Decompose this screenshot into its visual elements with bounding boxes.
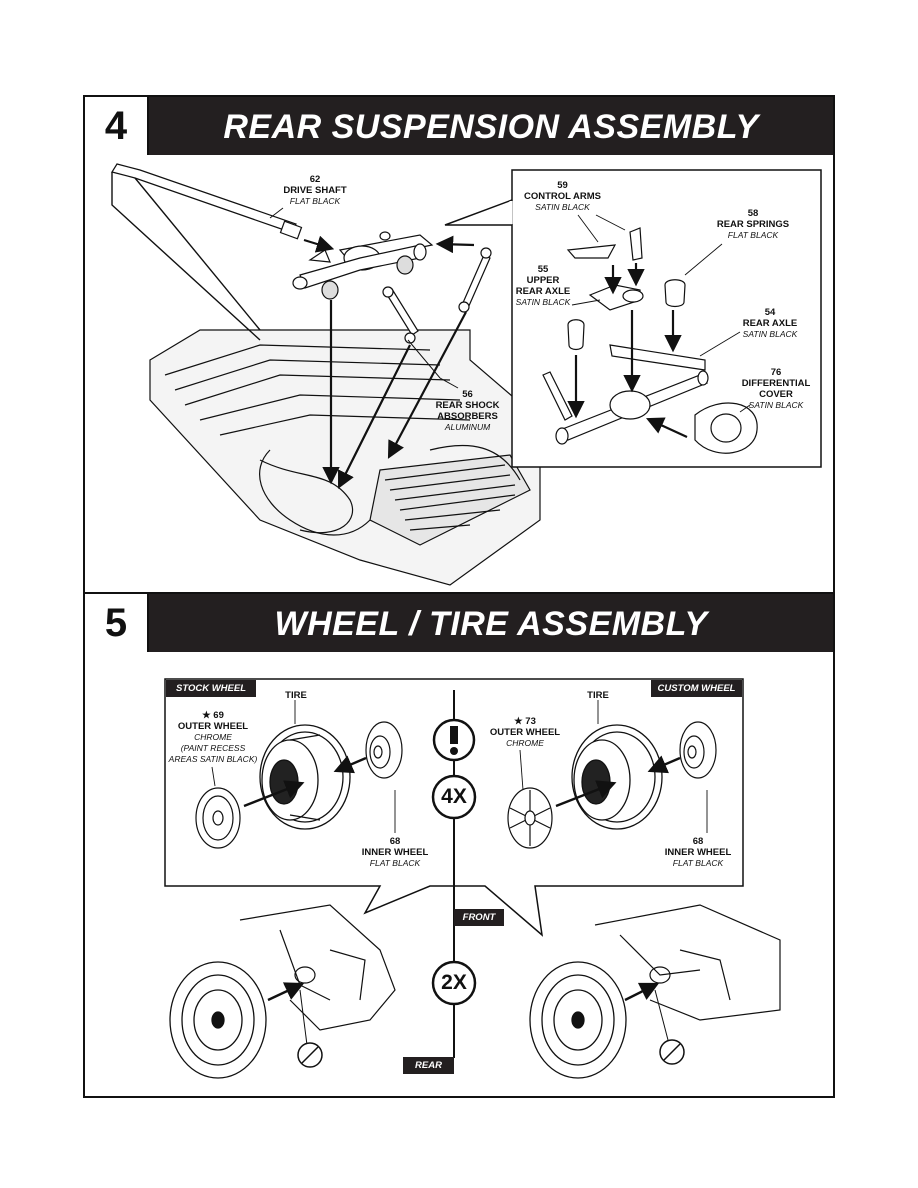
step4-title: REAR SUSPENSION ASSEMBLY <box>223 108 759 146</box>
stock-tire-drawing <box>259 724 351 830</box>
front-tire-drawing <box>169 961 267 1079</box>
qty-2x-badge <box>431 960 477 1006</box>
car-underbody-drawing <box>149 329 541 586</box>
stock-wheel-tag: STOCK WHEEL <box>166 680 256 697</box>
label-custom-outer-wheel: ★ 73 OUTER WHEEL CHROME <box>489 716 561 748</box>
label-drive-shaft: 62 DRIVE SHAFT FLAT BLACK <box>283 174 347 206</box>
step-divider <box>85 592 833 594</box>
custom-tire-drawing <box>571 724 663 830</box>
label-custom-inner-wheel: 68 INNER WHEEL FLAT BLACK <box>664 836 732 868</box>
label-custom-tire: TIRE <box>587 690 609 701</box>
detail-axle-drawing <box>542 227 758 454</box>
caution-icon <box>432 718 476 762</box>
label-stock-inner-wheel: 68 INNER WHEEL FLAT BLACK <box>361 836 429 868</box>
label-stock-outer-wheel: ★ 69 OUTER WHEEL CHROME (PAINT RECESS AR… <box>168 710 258 764</box>
label-upper-rear-axle: 55 UPPER REAR AXLE SATIN BLACK <box>515 264 571 307</box>
label-rear-axle: 54 REAR AXLE SATIN BLACK <box>742 307 798 339</box>
no-glue-icon-left <box>297 1042 323 1068</box>
rear-axle-drawing <box>292 231 434 300</box>
label-stock-tire: TIRE <box>285 690 307 701</box>
qty-4x-badge <box>431 774 477 820</box>
stock-inner-wheel-drawing <box>365 721 403 779</box>
custom-wheel-tag: CUSTOM WHEEL <box>651 680 742 697</box>
step4-number: 4 <box>85 97 149 155</box>
custom-inner-wheel-drawing <box>679 721 717 779</box>
rear-tag: REAR <box>403 1057 454 1074</box>
instruction-frame <box>83 95 835 1098</box>
label-differential-cover: 76 DIFFERENTIAL COVER SATIN BLACK <box>741 367 811 410</box>
label-rear-shock: 56 REAR SHOCK ABSORBERS ALUMINUM <box>435 389 500 432</box>
step5-number: 5 <box>85 594 149 652</box>
rear-tire-drawing <box>529 961 627 1079</box>
qty-2x-label: 2X <box>441 971 467 994</box>
shock-absorber-drawing <box>382 247 492 344</box>
label-control-arms: 59 CONTROL ARMS SATIN BLACK <box>523 180 602 212</box>
rear-mount-drawing <box>594 904 781 1021</box>
step5-header: 5 WHEEL / TIRE ASSEMBLY <box>85 594 833 652</box>
step5-title: WHEEL / TIRE ASSEMBLY <box>274 605 708 643</box>
label-rear-springs: 58 REAR SPRINGS FLAT BLACK <box>716 208 790 240</box>
no-glue-icon-right <box>659 1039 685 1065</box>
front-tag: FRONT <box>454 909 504 926</box>
step4-header: 4 REAR SUSPENSION ASSEMBLY <box>85 97 833 155</box>
qty-4x-label: 4X <box>441 785 467 808</box>
stock-outer-wheel-drawing <box>195 787 241 849</box>
detail-callout-box <box>511 169 822 468</box>
custom-outer-wheel-drawing <box>507 787 553 849</box>
